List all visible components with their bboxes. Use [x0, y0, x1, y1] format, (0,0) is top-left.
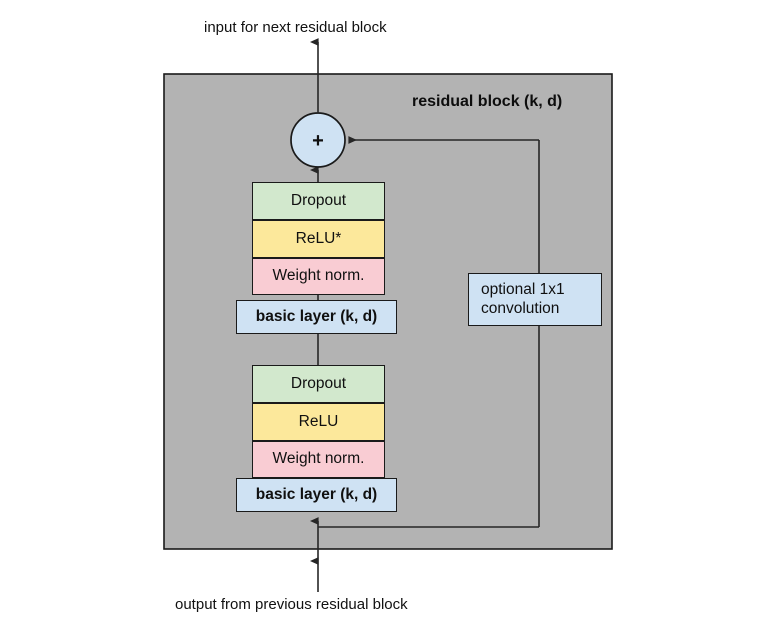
upper-weight-norm-box[interactable]: Weight norm. — [252, 258, 385, 295]
upper-weight-norm-label: Weight norm. — [272, 267, 365, 285]
lower-dropout-box[interactable]: Dropout — [252, 365, 385, 403]
lower-relu-box[interactable]: ReLU — [252, 403, 385, 441]
lower-basic-layer-box[interactable]: basic layer (k, d) — [236, 478, 397, 512]
upper-dropout-label: Dropout — [290, 191, 347, 209]
upper-basic-layer-box[interactable]: basic layer (k, d) — [236, 300, 397, 334]
lower-relu-label: ReLU — [298, 412, 339, 430]
bottom-caption: output from previous residual block — [175, 596, 408, 613]
upper-relu-label: ReLU* — [295, 229, 342, 247]
optional-conv-label-line2: convolution — [481, 299, 560, 317]
upper-relu-box[interactable]: ReLU* — [252, 220, 385, 258]
optional-conv-label-line1: optional 1x1 — [481, 281, 565, 299]
lower-weight-norm-box[interactable]: Weight norm. — [252, 441, 385, 478]
adder-plus-symbol: + — [312, 129, 324, 152]
upper-basic-layer-label: basic layer (k, d) — [255, 307, 378, 325]
residual-block-title: residual block (k, d) — [412, 93, 563, 110]
optional-1x1-convolution-box[interactable]: optional 1x1 convolution — [468, 273, 602, 326]
lower-weight-norm-label: Weight norm. — [272, 450, 365, 468]
upper-dropout-box[interactable]: Dropout — [252, 182, 385, 220]
lower-basic-layer-label: basic layer (k, d) — [255, 485, 378, 503]
top-caption: input for next residual block — [204, 19, 387, 36]
lower-dropout-label: Dropout — [290, 374, 347, 392]
